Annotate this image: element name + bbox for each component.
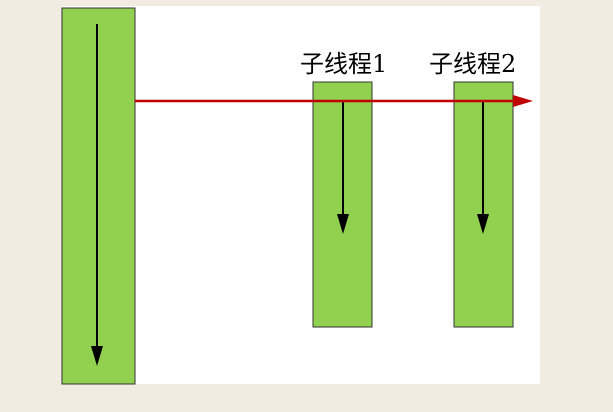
child-thread-1-arrow-head [337, 214, 349, 234]
main-thread-bar [61, 7, 136, 385]
child-thread-1-label: 子线程1 [300, 50, 387, 78]
spawn-arrow-head [513, 95, 533, 107]
child-thread-2-arrow-head [477, 214, 489, 234]
child-thread-2-label: 子线程2 [429, 50, 516, 78]
main-thread-arrow-head [91, 346, 103, 366]
